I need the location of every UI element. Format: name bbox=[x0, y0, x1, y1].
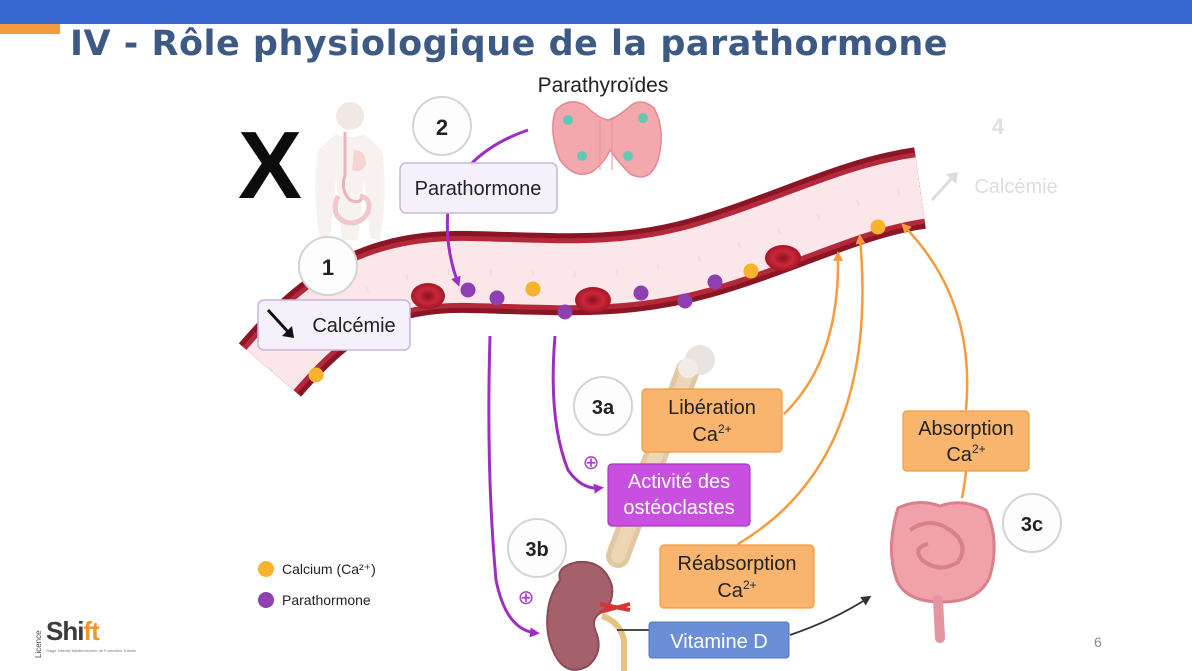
liberation-box: Libération Ca2+ bbox=[641, 388, 783, 453]
intestines bbox=[889, 501, 996, 643]
vitamine-d-arrow bbox=[789, 595, 872, 636]
parathormone-box: Parathormone bbox=[399, 162, 558, 214]
step-3c: 3c bbox=[1002, 493, 1062, 553]
step-2: 2 bbox=[412, 96, 472, 156]
svg-text:Réabsorption: Réabsorption bbox=[678, 553, 797, 575]
svg-text:Ca2+: Ca2+ bbox=[946, 442, 985, 466]
svg-text:Ca2+: Ca2+ bbox=[692, 422, 731, 446]
decrease-arrow-icon bbox=[266, 308, 292, 336]
plus-icon-3b: ⊕ bbox=[518, 587, 535, 609]
legend-parathormone-swatch bbox=[258, 592, 274, 608]
slide-title: IV - Rôle physiologique de la parathormo… bbox=[70, 24, 949, 64]
plus-icon-3a: ⊕ bbox=[583, 452, 600, 474]
svg-text:Ca2+: Ca2+ bbox=[717, 578, 756, 602]
step-3a: 3a bbox=[573, 376, 633, 436]
svg-text:Absorption: Absorption bbox=[918, 418, 1014, 440]
step-4: 4 bbox=[992, 114, 1005, 139]
increase-arrow-icon bbox=[930, 176, 954, 202]
blood-vessel bbox=[238, 147, 927, 397]
reabsorption-box: Réabsorption Ca2+ bbox=[659, 544, 815, 609]
legend-parathormone-label: Parathormone bbox=[282, 592, 371, 608]
human-figure bbox=[315, 102, 385, 240]
logo-licence: Licence bbox=[34, 630, 43, 658]
legend-calcium-label: Calcium (Ca²⁺) bbox=[282, 561, 376, 577]
calcemie-low-box: Calcémie bbox=[257, 299, 411, 351]
svg-text:Calcémie: Calcémie bbox=[974, 176, 1057, 198]
svg-text:Activité des: Activité des bbox=[628, 471, 730, 493]
orange-arrows bbox=[737, 223, 969, 546]
svg-text:3c: 3c bbox=[1021, 514, 1043, 536]
parathyroides-label: Parathyroïdes bbox=[538, 74, 669, 97]
svg-text:4: 4 bbox=[992, 114, 1005, 139]
step-1: 1 bbox=[298, 236, 358, 296]
logo-tagline: Stage Intensif Méditerranéen de Formatio… bbox=[46, 648, 136, 653]
svg-text:Calcémie: Calcémie bbox=[312, 315, 395, 337]
page-number: 6 bbox=[1094, 634, 1102, 650]
svg-text:3a: 3a bbox=[592, 397, 615, 419]
svg-text:Vitamine D: Vitamine D bbox=[670, 631, 767, 653]
svg-text:Parathormone: Parathormone bbox=[415, 178, 542, 200]
reabsorption-arrow bbox=[737, 234, 866, 546]
svg-text:Libération: Libération bbox=[668, 397, 756, 419]
title-accent bbox=[0, 24, 60, 34]
kidney bbox=[546, 560, 631, 671]
calcemie-high-box: Calcémie bbox=[930, 172, 1058, 202]
top-bar bbox=[0, 0, 1192, 24]
pth-arrow-to-kidney bbox=[487, 335, 540, 638]
legend-calcium-swatch bbox=[258, 561, 274, 577]
cross-mark: X bbox=[238, 112, 302, 219]
absorption-box: Absorption Ca2+ bbox=[902, 410, 1030, 472]
step-3b: 3b bbox=[507, 518, 567, 578]
vitamine-d-box: Vitamine D bbox=[648, 621, 790, 659]
absorption-arrow bbox=[901, 223, 969, 411]
shift-logo: Licence Shift Stage Intensif Méditerrané… bbox=[34, 612, 136, 662]
liberation-arrow bbox=[783, 251, 844, 415]
osteoclastes-box: Activité des ostéoclastes bbox=[607, 463, 751, 527]
legend: Calcium (Ca²⁺) Parathormone bbox=[258, 561, 376, 608]
red-blood-cells bbox=[411, 245, 801, 313]
logo-brand: Shift bbox=[46, 616, 100, 646]
svg-text:1: 1 bbox=[322, 255, 334, 280]
parathormone-particles bbox=[460, 274, 723, 320]
parathyroid-glands bbox=[552, 101, 662, 178]
svg-text:ostéoclastes: ostéoclastes bbox=[623, 497, 734, 519]
calcium-particles bbox=[308, 219, 886, 383]
svg-text:2: 2 bbox=[436, 115, 448, 140]
svg-text:3b: 3b bbox=[525, 539, 548, 561]
pth-arrow-to-osteoclastes bbox=[551, 335, 604, 494]
